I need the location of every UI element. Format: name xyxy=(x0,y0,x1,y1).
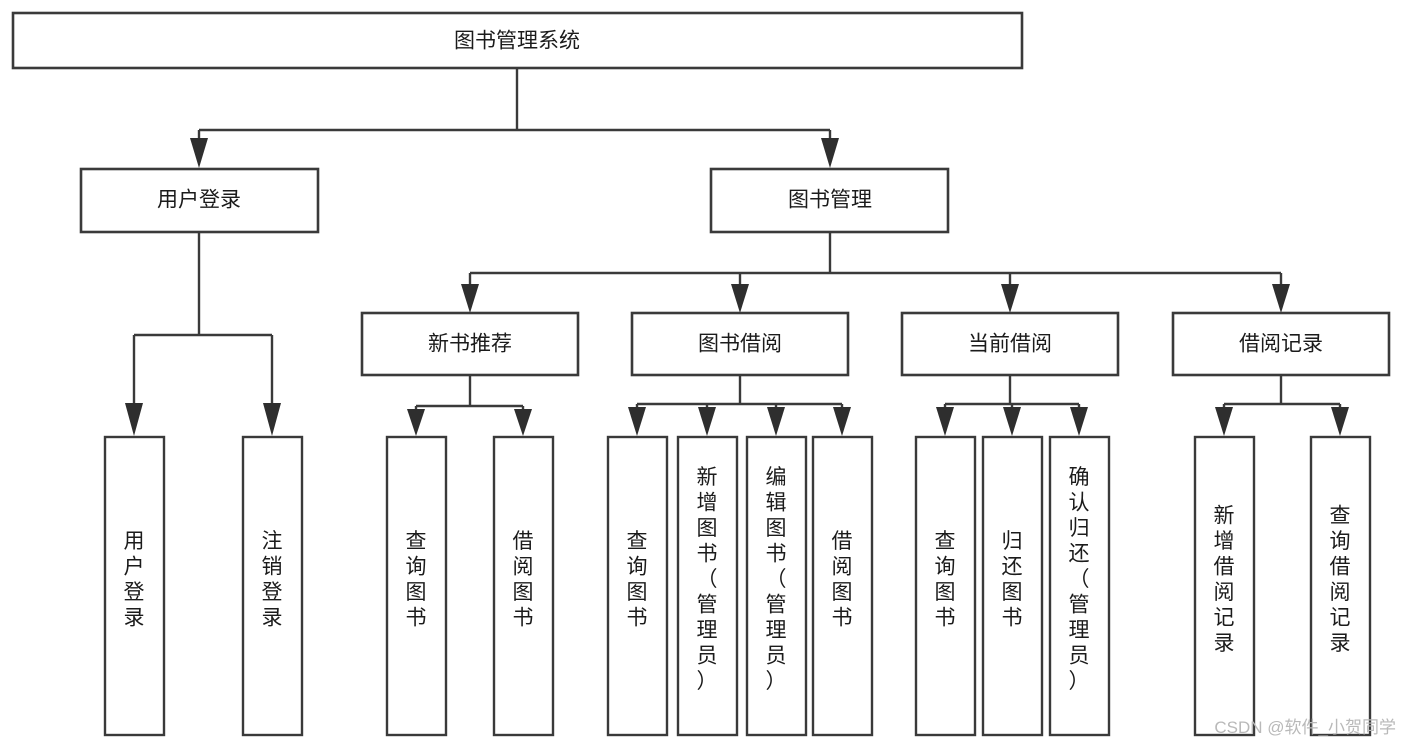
node-book-borrow-box[interactable] xyxy=(630,311,850,377)
node-leaf-borrow-book-2-box[interactable] xyxy=(811,435,874,737)
arrow-head-user-login xyxy=(190,138,208,168)
node-current-borrow[interactable]: 当前借阅 xyxy=(900,311,1120,377)
node-leaf-user-logout-box[interactable] xyxy=(241,435,304,737)
node-root-box[interactable] xyxy=(11,11,1024,70)
node-leaf-confirm-return-box[interactable] xyxy=(1048,435,1111,737)
node-leaf-user-login[interactable]: 用户登录 xyxy=(103,435,166,737)
node-leaf-return-book-label: 归还图书 xyxy=(1002,530,1023,630)
node-leaf-query-book-3-label: 查询图书 xyxy=(935,530,956,630)
node-leaf-query-book-1[interactable]: 查询图书 xyxy=(385,435,448,737)
node-user-login[interactable]: 用户登录 xyxy=(79,167,320,234)
node-book-borrow-label: 图书借阅 xyxy=(698,333,782,356)
node-leaf-edit-book[interactable]: 编辑图书（管理员） xyxy=(745,435,808,737)
node-leaf-query-book-2-label: 查询图书 xyxy=(627,530,648,630)
node-leaf-add-book-label: 新增图书（管理员） xyxy=(697,466,718,693)
node-leaf-query-book-2[interactable]: 查询图书 xyxy=(606,435,669,737)
arrow-head-leaf-user-logout xyxy=(263,403,281,436)
node-leaf-query-book-1-box[interactable] xyxy=(385,435,448,737)
node-leaf-edit-book-label: 编辑图书（管理员） xyxy=(766,466,787,693)
node-book-manage-label: 图书管理 xyxy=(788,189,872,212)
node-root-label: 图书管理系统 xyxy=(454,30,580,53)
node-leaf-add-book[interactable]: 新增图书（管理员） xyxy=(676,435,739,737)
arrow-head-current-borrow xyxy=(1001,284,1019,313)
node-leaf-add-record-box[interactable] xyxy=(1193,435,1256,737)
node-borrow-record-label: 借阅记录 xyxy=(1239,333,1323,356)
node-leaf-add-book-box[interactable] xyxy=(676,435,739,737)
node-leaf-query-book-1-label: 查询图书 xyxy=(406,530,427,630)
node-leaf-query-book-3-box[interactable] xyxy=(914,435,977,737)
node-user-login-box[interactable] xyxy=(79,167,320,234)
arrow-head-book-borrow xyxy=(731,284,749,313)
node-leaf-borrow-book-1-label: 借阅图书 xyxy=(513,530,534,630)
arrow-head-leaf-edit-book xyxy=(767,407,785,436)
connector-layer xyxy=(125,68,1349,436)
arrow-head-new-book-recommend xyxy=(461,284,479,313)
node-leaf-confirm-return-label: 确认归还（管理员） xyxy=(1069,466,1090,693)
arrow-head-leaf-user-login xyxy=(125,403,143,436)
node-new-book-recommend[interactable]: 新书推荐 xyxy=(360,311,580,377)
arrow-head-leaf-query-book-1 xyxy=(407,409,425,436)
node-book-manage[interactable]: 图书管理 xyxy=(709,167,950,234)
node-leaf-return-book[interactable]: 归还图书 xyxy=(981,435,1044,737)
node-leaf-user-logout-label: 注销登录 xyxy=(262,530,283,630)
node-leaf-query-record[interactable]: 查询借阅记录 xyxy=(1309,435,1372,737)
arrow-head-leaf-add-book xyxy=(698,407,716,436)
arrow-head-leaf-query-book-3 xyxy=(936,407,954,436)
node-user-login-label: 用户登录 xyxy=(157,189,241,212)
arrow-head-leaf-borrow-book-1 xyxy=(514,409,532,436)
node-borrow-record[interactable]: 借阅记录 xyxy=(1171,311,1391,377)
node-book-manage-box[interactable] xyxy=(709,167,950,234)
csdn-watermark: CSDN @软件_小贺同学 xyxy=(1214,718,1396,737)
node-leaf-query-record-label: 查询借阅记录 xyxy=(1330,504,1351,655)
arrow-head-leaf-confirm-return xyxy=(1070,407,1088,436)
node-leaf-edit-book-box[interactable] xyxy=(745,435,808,737)
node-leaf-query-book-2-box[interactable] xyxy=(606,435,669,737)
node-leaf-add-record-label: 新增借阅记录 xyxy=(1214,504,1235,655)
arrow-head-leaf-query-record xyxy=(1331,407,1349,436)
node-current-borrow-label: 当前借阅 xyxy=(968,333,1052,356)
node-leaf-borrow-book-1-box[interactable] xyxy=(492,435,555,737)
node-borrow-record-box[interactable] xyxy=(1171,311,1391,377)
node-leaf-return-book-box[interactable] xyxy=(981,435,1044,737)
arrow-head-book-manage xyxy=(821,138,839,168)
arrow-head-borrow-record xyxy=(1272,284,1290,313)
node-leaf-query-record-box[interactable] xyxy=(1309,435,1372,737)
node-leaf-query-book-3[interactable]: 查询图书 xyxy=(914,435,977,737)
node-leaf-borrow-book-1[interactable]: 借阅图书 xyxy=(492,435,555,737)
node-leaf-add-record[interactable]: 新增借阅记录 xyxy=(1193,435,1256,737)
node-leaf-user-login-label: 用户登录 xyxy=(124,530,145,630)
node-leaf-user-login-box[interactable] xyxy=(103,435,166,737)
node-leaf-borrow-book-2[interactable]: 借阅图书 xyxy=(811,435,874,737)
arrow-head-leaf-return-book xyxy=(1003,407,1021,436)
node-book-borrow[interactable]: 图书借阅 xyxy=(630,311,850,377)
node-current-borrow-box[interactable] xyxy=(900,311,1120,377)
node-leaf-confirm-return[interactable]: 确认归还（管理员） xyxy=(1048,435,1111,737)
node-leaf-borrow-book-2-label: 借阅图书 xyxy=(832,530,853,630)
node-new-book-recommend-box[interactable] xyxy=(360,311,580,377)
node-leaf-user-logout[interactable]: 注销登录 xyxy=(241,435,304,737)
node-new-book-recommend-label: 新书推荐 xyxy=(428,333,512,356)
node-root[interactable]: 图书管理系统 xyxy=(11,11,1024,70)
arrow-head-leaf-borrow-book-2 xyxy=(833,407,851,436)
arrow-head-leaf-query-book-2 xyxy=(628,407,646,436)
arrow-head-leaf-add-record xyxy=(1215,407,1233,436)
